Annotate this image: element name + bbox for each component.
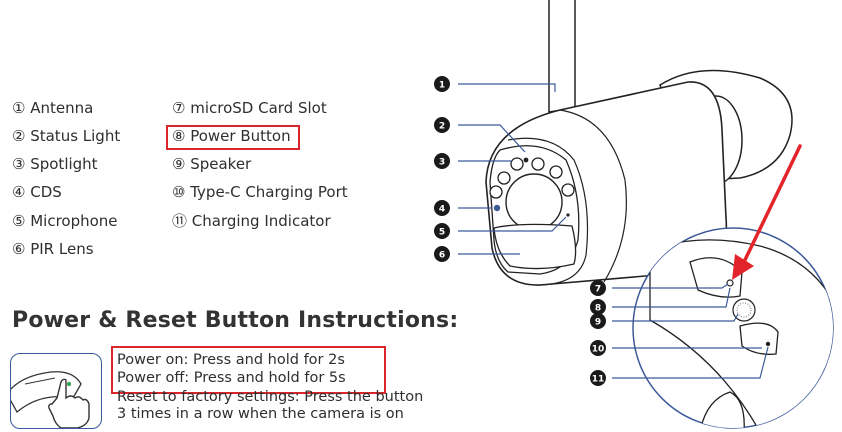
svg-text:2: 2 xyxy=(439,122,445,132)
power-button-highlight-box xyxy=(166,125,300,150)
speaker-grille xyxy=(732,298,756,322)
legend-item-charging-indicator: ⑪ Charging Indicator xyxy=(172,212,331,230)
callout-7: 7 xyxy=(590,280,606,296)
callout-5: 5 xyxy=(434,223,450,239)
callout-9: 9 xyxy=(590,313,606,329)
charging-indicator-dot xyxy=(765,341,771,347)
press-button-illustration xyxy=(10,353,102,429)
svg-text:4: 4 xyxy=(439,205,445,215)
microphone-dot xyxy=(566,213,570,217)
callout-11: 11 xyxy=(590,370,606,386)
instruction-power-on: Power on: Press and hold for 2s xyxy=(117,352,345,368)
power-instructions-highlight-box xyxy=(111,346,386,394)
power-button-dot xyxy=(726,279,734,287)
callout-4: 4 xyxy=(434,200,450,216)
camera-lens xyxy=(505,173,563,231)
legend-item-power-button: ⑧ Power Button xyxy=(172,127,291,145)
instruction-reset-continued: 3 times in a row when the camera is on xyxy=(117,406,404,422)
svg-text:3: 3 xyxy=(439,158,445,168)
cds-sensor-dot xyxy=(493,204,501,212)
legend-item-spotlight: ③ Spotlight xyxy=(12,155,98,173)
callout-8: 8 xyxy=(590,299,606,315)
svg-text:1: 1 xyxy=(439,81,445,91)
callout-2: 2 xyxy=(434,117,450,133)
svg-text:7: 7 xyxy=(595,285,601,295)
callout-markers: 1 2 3 4 5 6 7 8 xyxy=(434,76,606,386)
callout-3: 3 xyxy=(434,153,450,169)
camera-front-face xyxy=(489,145,580,275)
antenna xyxy=(548,0,576,113)
type-c-port-flap xyxy=(739,322,779,355)
instruction-reset: Reset to factory settings: Press the but… xyxy=(117,389,424,405)
leader-lines xyxy=(458,83,769,379)
legend-item-type-c-port: ⑩ Type-C Charging Port xyxy=(172,183,348,201)
callout-1: 1 xyxy=(434,76,450,92)
status-light-dot xyxy=(523,157,529,163)
red-pointer-arrow xyxy=(732,144,802,280)
microsd-slot-flap xyxy=(689,257,743,298)
pir-lens-shape xyxy=(493,223,577,270)
spotlight-led xyxy=(510,157,524,171)
legend-item-microsd-slot: ⑦ microSD Card Slot xyxy=(172,99,327,117)
callout-6: 6 xyxy=(434,246,450,262)
svg-text:9: 9 xyxy=(595,318,601,328)
callout-10: 10 xyxy=(590,340,606,356)
legend-item-status-light: ② Status Light xyxy=(12,127,121,145)
instructions-heading: Power & Reset Button Instructions: xyxy=(12,308,459,333)
legend-item-cds: ④ CDS xyxy=(12,183,62,201)
svg-text:8: 8 xyxy=(595,304,601,314)
svg-text:6: 6 xyxy=(439,251,445,261)
svg-text:5: 5 xyxy=(439,228,445,238)
legend-item-microphone: ⑤ Microphone xyxy=(12,212,118,230)
legend-item-speaker: ⑨ Speaker xyxy=(172,155,252,173)
hand-press-icon xyxy=(11,371,90,428)
svg-text:11: 11 xyxy=(592,375,605,385)
legend-item-pir-lens: ⑥ PIR Lens xyxy=(12,240,94,258)
instruction-power-off: Power off: Press and hold for 5s xyxy=(117,370,346,386)
svg-text:10: 10 xyxy=(592,345,605,355)
legend-item-antenna: ① Antenna xyxy=(12,99,94,117)
